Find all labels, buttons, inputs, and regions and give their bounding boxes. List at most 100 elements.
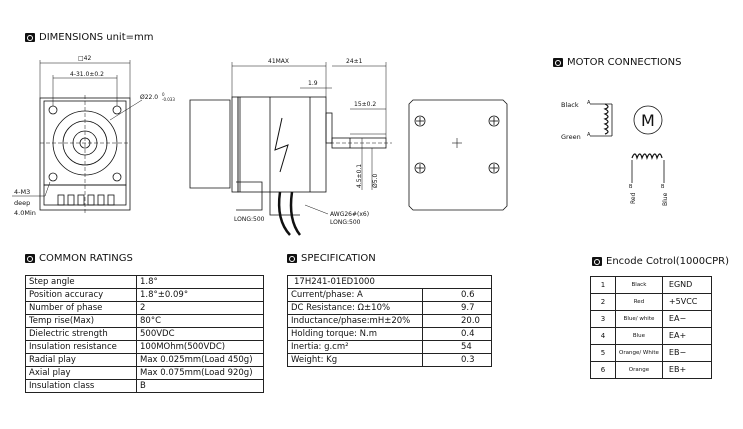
encoder-color: Blue/ white	[615, 310, 663, 328]
encoder-pin: 4	[590, 327, 616, 345]
encoder-color: Red	[615, 293, 663, 311]
dim-screw: 4-M3	[14, 188, 30, 196]
motor-connections-title-text: MOTOR CONNECTIONS	[567, 57, 682, 68]
encoder-pin: 1	[590, 276, 616, 294]
encoder-color: Black	[615, 276, 663, 294]
dim-pilot-tol-top: 0	[162, 92, 165, 97]
spec-label: DC Resistance: Ω±10%	[287, 301, 423, 315]
rating-value: B	[136, 379, 264, 393]
spec-value: 0.4	[422, 327, 492, 341]
rating-label: Radial play	[25, 353, 137, 367]
dim-square: □42	[78, 55, 91, 62]
specification-title: SPECIFICATION	[287, 253, 376, 264]
dim-deep-val: 4.0Min	[14, 209, 36, 217]
spec-label: Weight: Kg	[287, 353, 423, 367]
encoder-pin: 5	[590, 344, 616, 362]
phase-a: A	[587, 100, 591, 106]
section-icon	[553, 58, 563, 67]
spec-label: Inertia: g.cm²	[287, 340, 423, 354]
section-icon	[287, 254, 297, 263]
spec-model: 17H241-01ED1000	[287, 275, 492, 289]
rating-label: Number of phase	[25, 301, 137, 315]
dim-lead2: LONG:500	[330, 219, 361, 226]
spec-label: Current/phase: A	[287, 288, 423, 302]
spec-row: DC Resistance: Ω±10%9.7	[287, 301, 492, 315]
rating-value: 1.8°	[136, 275, 264, 289]
dim-deep: deep	[14, 199, 30, 207]
spec-value: 20.0	[422, 314, 492, 328]
wire-red: Red	[630, 192, 637, 204]
rating-label: Insulation resistance	[25, 340, 137, 354]
rating-label: Step angle	[25, 275, 137, 289]
encoder-pin: 2	[590, 293, 616, 311]
wire-green: Green	[561, 133, 581, 141]
spec-row: Inductance/phase:mH±20%20.0	[287, 314, 492, 328]
rating-value: 500VDC	[136, 327, 264, 341]
dim-flat: 15±0.2	[354, 101, 376, 108]
rating-value: 1.8°±0.09°	[136, 288, 264, 302]
wire-black: Black	[561, 101, 579, 109]
encoder-signal: EB−	[661, 344, 713, 362]
dim-flange: 1.9	[308, 80, 318, 87]
rating-value: 80°C	[136, 314, 264, 328]
rating-label: Axial play	[25, 366, 137, 380]
rating-label: Insulation class	[25, 379, 137, 393]
encoder-color: Blue	[615, 327, 663, 345]
phase-a-bar: A	[587, 132, 591, 138]
section-icon	[25, 254, 35, 263]
encoder-signal: EGND	[661, 276, 713, 294]
dimensions-title-text: DIMENSIONS unit=mm	[39, 32, 154, 43]
section-icon	[592, 257, 602, 266]
encoder-color: Orange/ White	[615, 344, 663, 362]
rating-value: 2	[136, 301, 264, 315]
dim-flat-depth: 4.5±0.1	[356, 164, 363, 188]
phase-b-bar: B	[661, 184, 665, 190]
dim-hole-spacing: 4-31.0±0.2	[70, 71, 104, 78]
dimensions-title: DIMENSIONS unit=mm	[25, 32, 154, 43]
encoder-signal: EA−	[661, 310, 713, 328]
motor-connections-title: MOTOR CONNECTIONS	[553, 57, 681, 68]
spec-value: 0.6	[422, 288, 492, 302]
common-ratings-title: COMMON RATINGS	[25, 253, 133, 264]
encoder-color: Orange	[615, 361, 663, 379]
dim-lead1: LONG:500	[234, 216, 265, 223]
rating-label: Temp rise(Max)	[25, 314, 137, 328]
spec-value: 9.7	[422, 301, 492, 315]
encoder-pin: 3	[590, 310, 616, 328]
specification-title-text: SPECIFICATION	[301, 253, 376, 264]
motor-symbol: M	[641, 111, 655, 130]
common-ratings-title-text: COMMON RATINGS	[39, 253, 133, 264]
encode-title-text: Encode Cotrol(1000CPR)	[606, 256, 729, 267]
rating-value: 100MOhm(500VDC)	[136, 340, 264, 354]
spec-value: 54	[422, 340, 492, 354]
dim-pilot-dia: Ø22.0	[140, 94, 158, 101]
dim-shaft-dia: Ø5.0	[372, 174, 379, 188]
wire-blue: Blue	[662, 192, 669, 206]
dim-pilot-tol-bot: -0.033	[162, 97, 175, 102]
rating-value: Max 0.025mm(Load 450g)	[136, 353, 264, 367]
spec-label: Inductance/phase:mH±20%	[287, 314, 423, 328]
spec-model-row: 17H241-01ED1000	[287, 275, 492, 289]
encoder-pin: 6	[590, 361, 616, 379]
